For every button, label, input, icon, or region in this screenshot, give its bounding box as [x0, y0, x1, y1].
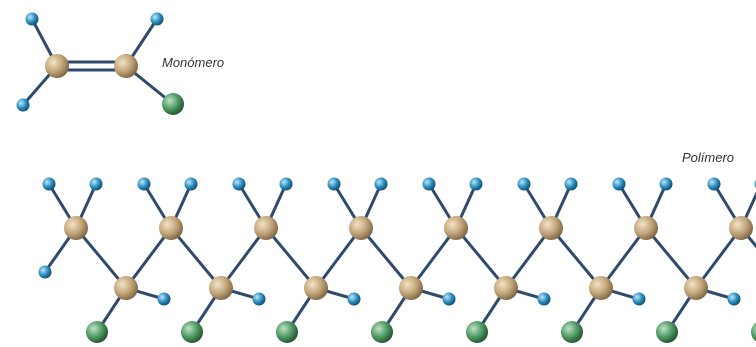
carbon-atom	[684, 276, 708, 300]
bond	[739, 226, 756, 249]
hydrogen-atom	[16, 98, 30, 112]
hydrogen-atom	[469, 177, 483, 191]
chlorine-atom	[276, 321, 298, 343]
hydrogen-atom	[150, 12, 164, 26]
hydrogen-atom	[38, 265, 52, 279]
hydrogen-atom	[442, 292, 456, 306]
hydrogen-atom	[184, 177, 198, 191]
hydrogen-atom	[707, 177, 721, 191]
chlorine-atom	[181, 321, 203, 343]
hydrogen-atom	[157, 292, 171, 306]
carbon-atom	[209, 276, 233, 300]
chlorine-atom	[371, 321, 393, 343]
bond	[454, 226, 508, 290]
bond	[124, 226, 173, 290]
hydrogen-atom	[347, 292, 361, 306]
hydrogen-atom	[279, 177, 293, 191]
carbon-atom	[114, 54, 138, 78]
hydrogen-atom	[25, 12, 39, 26]
carbon-atom	[304, 276, 328, 300]
bond	[264, 226, 318, 290]
carbon-atom	[589, 276, 613, 300]
bond	[359, 226, 413, 290]
bond	[74, 226, 128, 290]
hydrogen-atom	[632, 292, 646, 306]
chlorine-atom	[561, 321, 583, 343]
bond	[409, 226, 458, 290]
bond	[219, 226, 268, 290]
hydrogen-atom	[659, 177, 673, 191]
carbon-atom	[45, 54, 69, 78]
bond	[314, 226, 363, 290]
hydrogen-atom	[137, 177, 151, 191]
hydrogen-atom	[537, 292, 551, 306]
monomer-label: Monómero	[162, 55, 224, 70]
chlorine-atom	[656, 321, 678, 343]
hydrogen-atom	[42, 177, 56, 191]
bond	[694, 226, 743, 290]
bond	[504, 226, 553, 290]
carbon-atom	[114, 276, 138, 300]
chlorine-atom	[86, 321, 108, 343]
hydrogen-atom	[422, 177, 436, 191]
bond	[169, 226, 223, 290]
hydrogen-atom	[517, 177, 531, 191]
carbon-atom	[349, 216, 373, 240]
hydrogen-atom	[252, 292, 266, 306]
hydrogen-atom	[564, 177, 578, 191]
carbon-atom	[399, 276, 423, 300]
hydrogen-atom	[327, 177, 341, 191]
hydrogen-atom	[374, 177, 388, 191]
carbon-atom	[444, 216, 468, 240]
carbon-atom	[539, 216, 563, 240]
monomer-molecule	[16, 12, 184, 115]
bond	[644, 226, 698, 290]
carbon-atom	[254, 216, 278, 240]
carbon-atom	[729, 216, 753, 240]
carbon-atom	[64, 216, 88, 240]
chlorine-atom	[466, 321, 488, 343]
hydrogen-atom	[232, 177, 246, 191]
carbon-atom	[634, 216, 658, 240]
hydrogen-atom	[612, 177, 626, 191]
carbon-atom	[494, 276, 518, 300]
bond	[549, 226, 603, 290]
bond	[599, 226, 648, 290]
chlorine-atom	[751, 322, 756, 342]
hydrogen-atom	[727, 292, 741, 306]
polymer-label: Polímero	[682, 150, 734, 165]
carbon-atom	[159, 216, 183, 240]
polymer-chain	[38, 177, 756, 343]
chlorine-atom	[162, 93, 184, 115]
hydrogen-atom	[89, 177, 103, 191]
